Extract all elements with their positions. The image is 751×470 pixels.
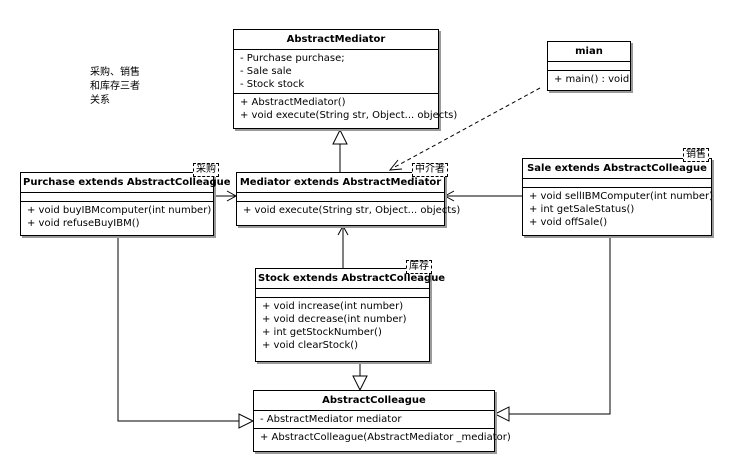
- dependency-arrowhead: [388, 159, 403, 171]
- attribute: - Stock stock: [240, 79, 305, 90]
- operation: + void offSale(): [529, 217, 608, 228]
- sale-extends-abstractcolleague: [509, 236, 611, 415]
- attribute-section: [237, 193, 444, 202]
- attribute-section: [548, 62, 630, 71]
- class-name: Stock extends AbstractColleague: [256, 269, 445, 289]
- operation: + int getStockNumber(): [262, 327, 382, 338]
- operation: + main() : void: [554, 74, 630, 85]
- operation: + void refuseBuyIBM(): [27, 218, 140, 229]
- association-arrowhead: [443, 190, 455, 202]
- operation-section: + AbstractColleague(AbstractMediator _me…: [254, 429, 511, 446]
- operation: + void execute(String str, Object... obj…: [240, 110, 458, 121]
- inheritance-arrowhead: [238, 413, 255, 429]
- class-name: Mediator extends AbstractMediator: [237, 173, 444, 193]
- operation-section: + void buyIBMcomputer(int number) + void…: [21, 202, 213, 232]
- class-name: Sale extends AbstractColleague: [523, 159, 711, 179]
- attribute: - AbstractMediator mediator: [260, 414, 402, 425]
- class-abstract-mediator[interactable]: AbstractMediator - Purchase purchase; - …: [233, 29, 458, 129]
- inheritance-arrowhead: [493, 406, 510, 422]
- class-purchase[interactable]: Purchase extends AbstractColleague + voi…: [20, 172, 231, 236]
- attribute-section: - Purchase purchase; - Sale sale - Stock…: [234, 50, 438, 94]
- stereotype-tag-purchase: 采购: [193, 163, 219, 177]
- operation: + void clearStock(): [262, 340, 359, 351]
- inheritance-arrowhead: [352, 375, 368, 392]
- operation: + AbstractMediator(): [240, 97, 346, 108]
- operation-section: + AbstractMediator() + void execute(Stri…: [234, 94, 458, 124]
- attribute-section: - AbstractMediator mediator: [254, 411, 494, 429]
- operation: + void sellIBMComputer(int number): [529, 191, 714, 202]
- class-name: AbstractColleague: [254, 391, 494, 411]
- attribute: - Purchase purchase;: [240, 53, 345, 64]
- operation-section: + void execute(String str, Object... obj…: [237, 202, 461, 219]
- stereotype-tag-stock: 库存: [406, 260, 432, 274]
- operation-section: + void increase(int number) + void decre…: [256, 298, 429, 354]
- stereotype-tag-mediator: 中介者: [412, 163, 448, 177]
- class-name: Purchase extends AbstractColleague: [21, 173, 231, 193]
- attribute-section: [523, 179, 711, 188]
- purchase-extends-abstractcolleague: [117, 236, 239, 422]
- attribute: - Sale sale: [240, 66, 292, 77]
- class-abstract-colleague[interactable]: AbstractColleague - AbstractMediator med…: [253, 390, 511, 452]
- operation: + void buyIBMcomputer(int number): [27, 205, 212, 216]
- operation-section: + main() : void: [548, 71, 630, 88]
- class-name: AbstractMediator: [234, 30, 438, 50]
- operation: + int getSaleStatus(): [529, 204, 635, 215]
- stereotype-tag-sale: 销售: [683, 148, 709, 162]
- attribute-section: [21, 193, 213, 202]
- class-mian[interactable]: mian + main() : void: [547, 41, 631, 91]
- operation: + void decrease(int number): [262, 314, 407, 325]
- operation: + void execute(String str, Object... obj…: [243, 205, 461, 216]
- class-mediator[interactable]: Mediator extends AbstractMediator + void…: [236, 172, 461, 226]
- inheritance-arrowhead: [332, 128, 348, 145]
- operation: + void increase(int number): [262, 301, 404, 312]
- diagram-note: 采购、销售 和库存三者 关系: [90, 67, 140, 106]
- class-stock[interactable]: Stock extends AbstractColleague + void i…: [255, 268, 445, 362]
- attribute-section: [256, 289, 429, 298]
- association-arrowhead: [337, 224, 349, 236]
- class-sale[interactable]: Sale extends AbstractColleague + void se…: [522, 158, 714, 236]
- operation-section: + void sellIBMComputer(int number) + int…: [523, 188, 714, 231]
- operation: + AbstractColleague(AbstractMediator _me…: [260, 432, 511, 443]
- class-name: mian: [548, 42, 630, 62]
